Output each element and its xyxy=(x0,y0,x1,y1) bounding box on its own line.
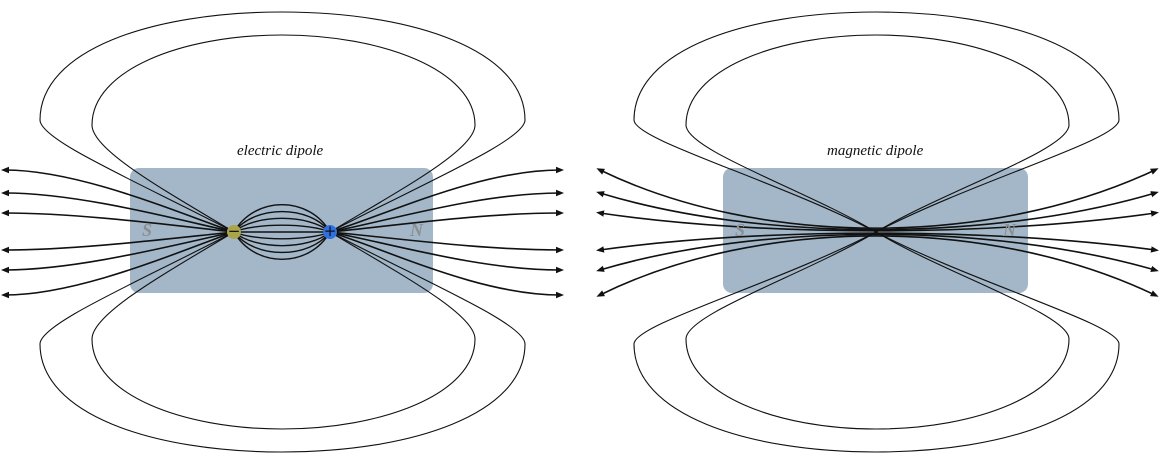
electric-field-lines xyxy=(1,11,564,453)
loop-field-line xyxy=(685,34,1070,233)
loop-field-line xyxy=(91,231,476,430)
loop-field-line xyxy=(685,231,1070,430)
loop-field-line xyxy=(39,231,526,453)
inner-field-line xyxy=(233,231,331,240)
inner-field-line xyxy=(233,231,331,247)
field-line xyxy=(329,231,564,299)
loop-field-line xyxy=(91,34,476,233)
electric-north-label: N xyxy=(410,220,423,240)
inner-field-line xyxy=(233,210,331,233)
electric-magnet-box xyxy=(130,168,433,293)
field-line xyxy=(1,231,235,274)
field-line xyxy=(329,231,564,254)
field-line xyxy=(329,209,564,233)
inner-field-line xyxy=(233,231,331,260)
field-line xyxy=(1,231,235,254)
field-line xyxy=(329,166,564,233)
negative-charge: − xyxy=(227,222,241,240)
inner-field-line xyxy=(233,217,331,233)
field-line xyxy=(596,232,1159,253)
loop-field-line xyxy=(633,231,1120,453)
field-line xyxy=(596,210,1159,232)
inner-field-line xyxy=(233,231,331,254)
field-line xyxy=(596,235,1159,297)
field-line xyxy=(1,166,235,233)
field-line xyxy=(596,168,1159,229)
electric-dipole-title: electric dipole xyxy=(237,143,324,159)
field-line xyxy=(1,189,235,233)
inner-field-line xyxy=(233,204,331,233)
electric-south-label: S xyxy=(142,220,153,240)
magnetic-dipole-title: magnetic dipole xyxy=(827,143,924,159)
field-line xyxy=(329,231,564,274)
field-line xyxy=(329,189,564,233)
positive-charge: + xyxy=(323,222,337,240)
loop-field-line xyxy=(39,11,526,233)
field-line xyxy=(596,233,1159,272)
inner-field-line xyxy=(233,224,331,233)
magnetic-north-label: N xyxy=(1003,220,1016,240)
field-line xyxy=(1,209,235,233)
loop-field-line xyxy=(633,11,1120,233)
field-line xyxy=(1,231,235,299)
magnetic-south-label: S xyxy=(735,220,746,240)
magnetic-field-lines xyxy=(596,11,1159,453)
